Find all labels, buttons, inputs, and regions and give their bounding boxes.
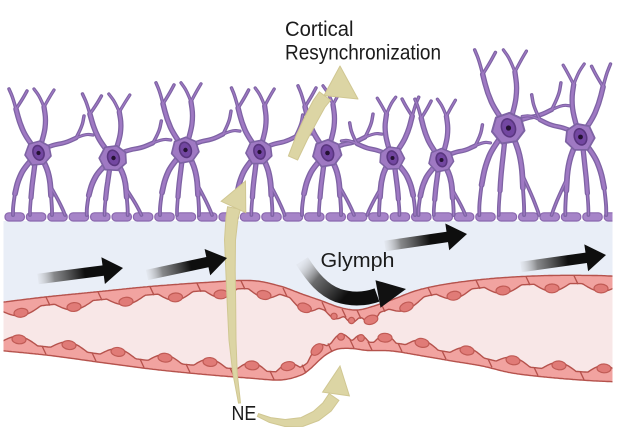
svg-text:NE: NE — [232, 403, 257, 425]
svg-text:Cortical: Cortical — [285, 18, 354, 41]
svg-text:Resynchronization: Resynchronization — [285, 41, 441, 64]
svg-text:Glymph: Glymph — [321, 249, 395, 272]
